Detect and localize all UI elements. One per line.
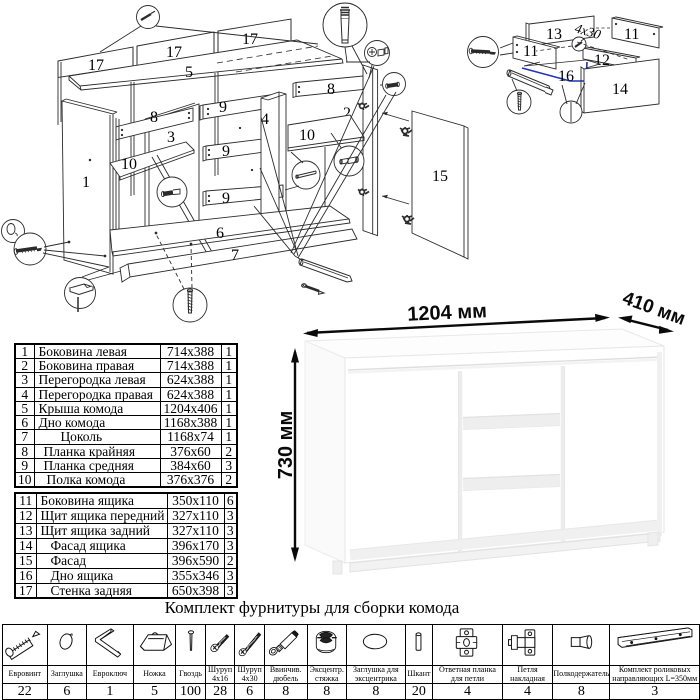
svg-text:9: 9 [222,143,230,160]
svg-text:8: 8 [327,81,335,98]
svg-text:11: 11 [523,43,538,60]
svg-text:16: 16 [558,68,574,85]
svg-text:17: 17 [166,44,182,61]
svg-text:9: 9 [222,190,230,207]
svg-text:15: 15 [432,168,448,185]
svg-text:5: 5 [185,64,193,81]
svg-text:3: 3 [167,129,175,146]
svg-text:11: 11 [624,26,639,43]
svg-text:9: 9 [219,99,227,116]
svg-text:14: 14 [612,81,628,98]
svg-text:1204 мм: 1204 мм [407,300,488,326]
svg-text:4: 4 [261,111,269,128]
svg-text:7: 7 [231,247,239,264]
svg-text:8: 8 [150,109,158,126]
svg-text:10: 10 [121,156,137,173]
svg-text:10: 10 [299,127,315,144]
svg-text:13: 13 [546,26,562,43]
svg-text:17: 17 [88,57,104,74]
svg-text:730 мм: 730 мм [275,411,297,480]
svg-text:6: 6 [216,225,224,242]
svg-text:1: 1 [82,174,90,191]
svg-text:2: 2 [343,105,351,122]
svg-text:410 мм: 410 мм [620,288,688,330]
svg-text:17: 17 [242,31,258,48]
